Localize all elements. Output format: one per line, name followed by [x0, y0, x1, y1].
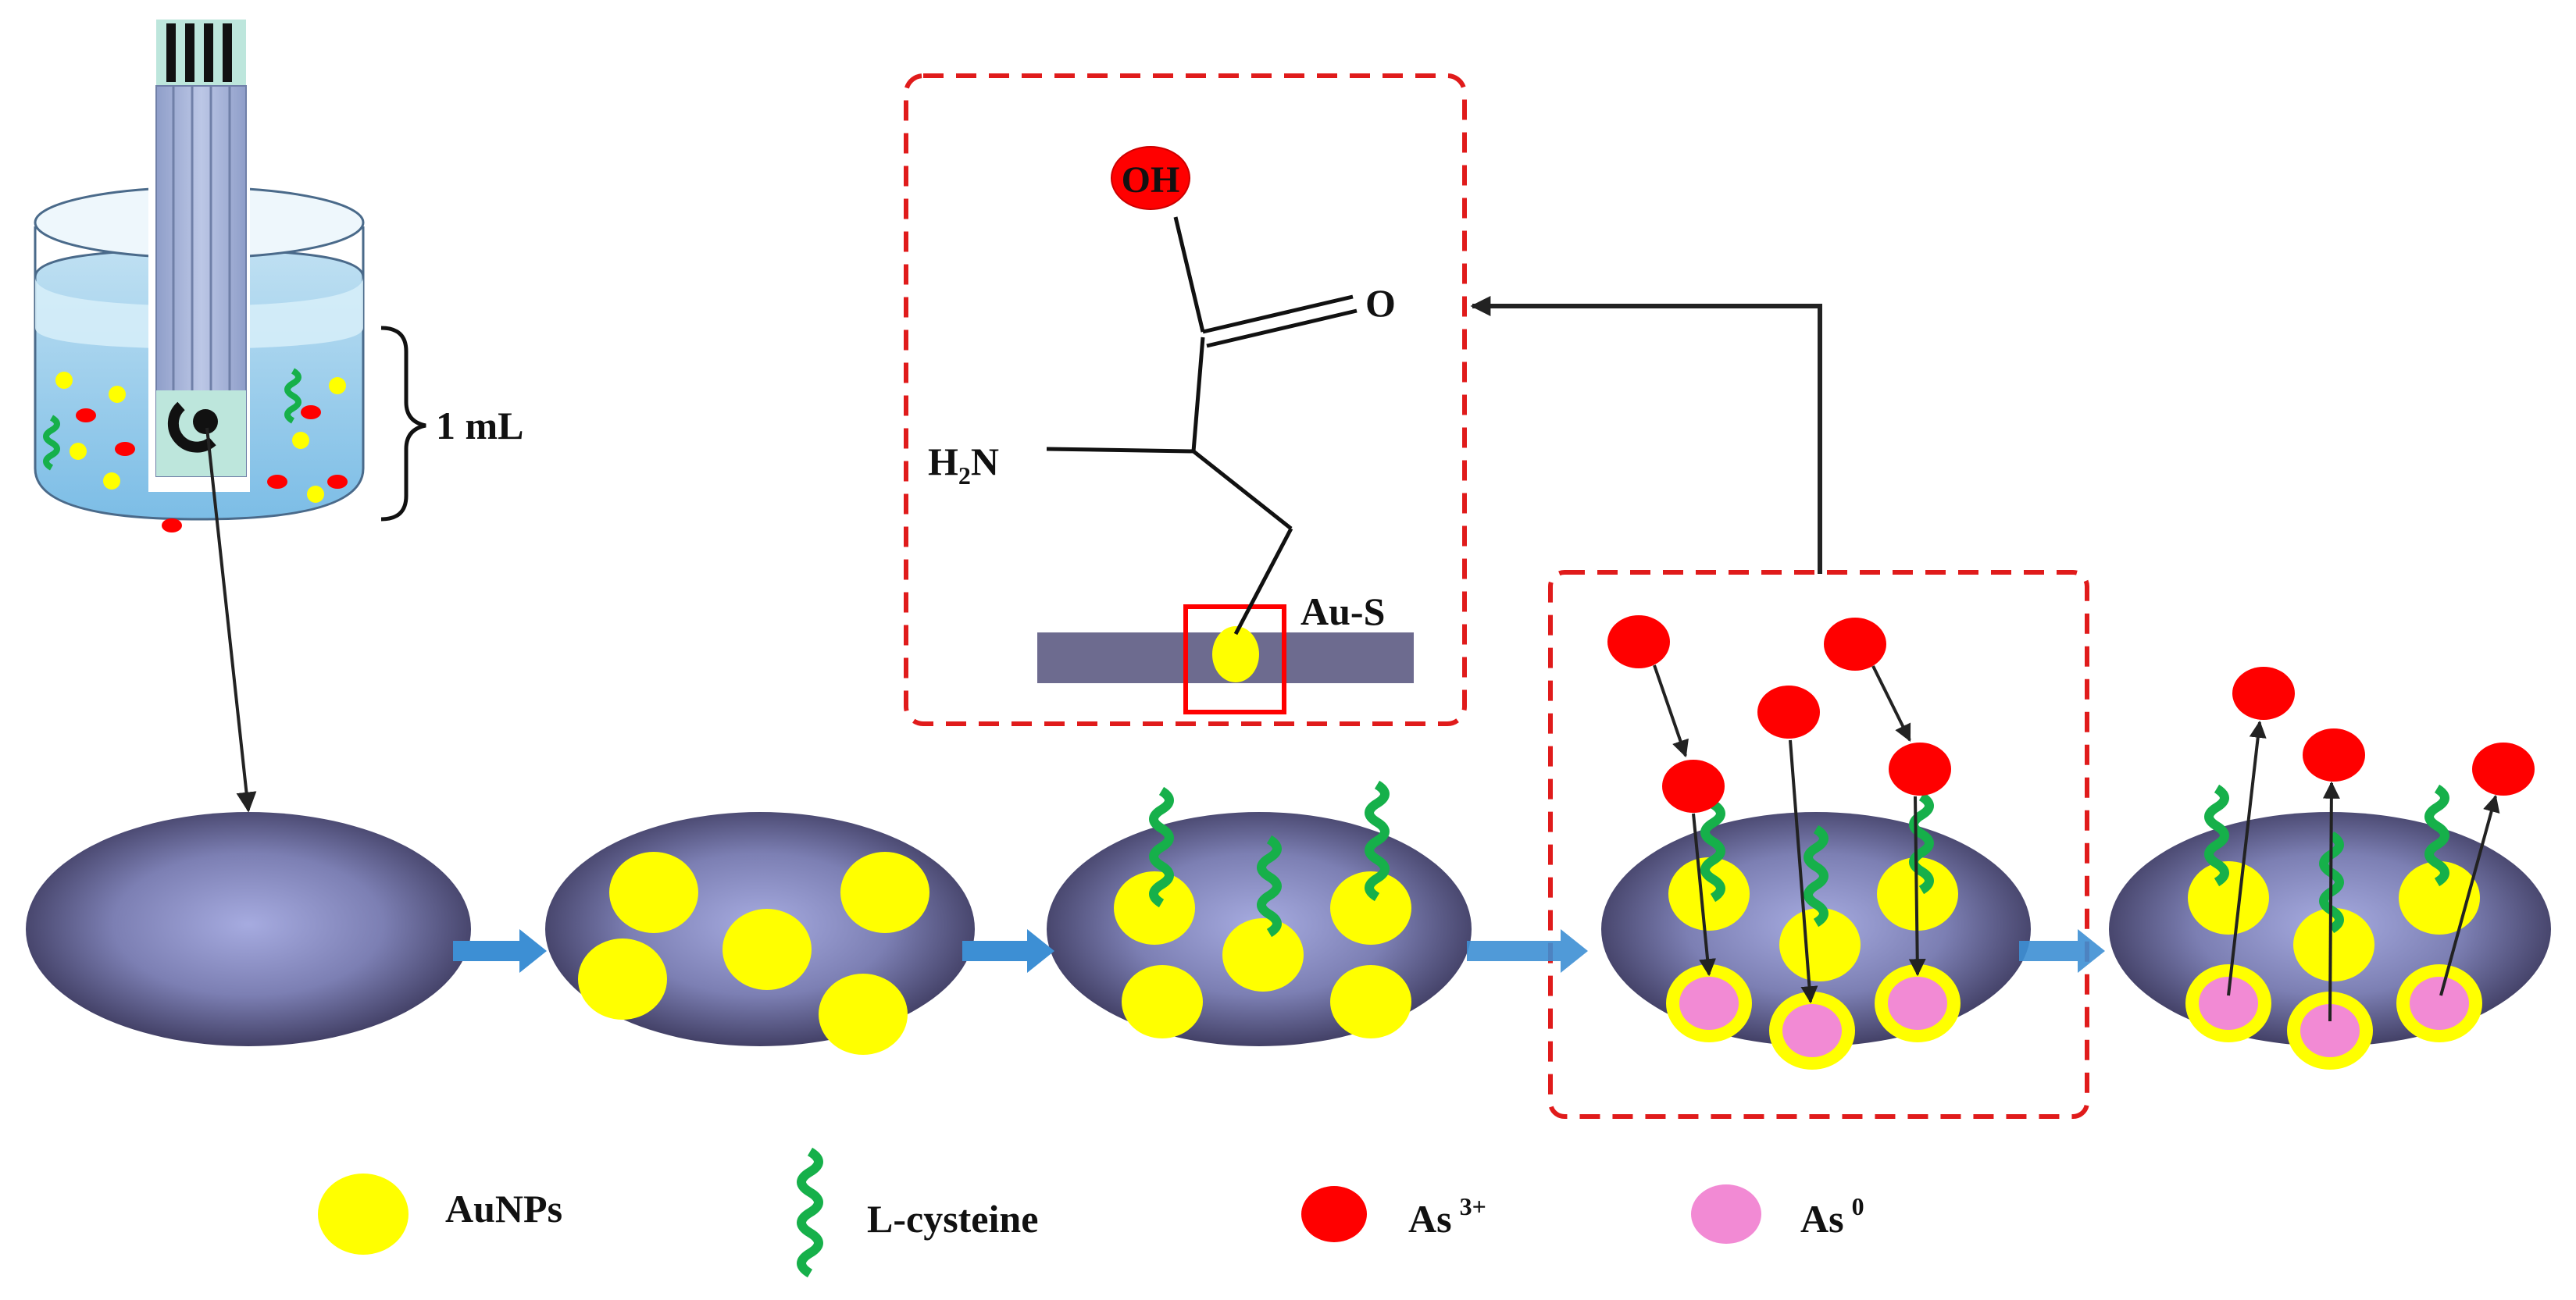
beaker — [34, 16, 426, 532]
legend-as0-swatch — [1691, 1184, 1761, 1244]
legend-aunp-swatch — [318, 1174, 409, 1255]
oxygen-label: O — [1365, 281, 1396, 325]
stage5-stripping-electrode — [2109, 667, 2551, 1070]
legend-cysteine-swatch — [797, 1147, 823, 1278]
inset-link-arrow — [1470, 296, 1822, 574]
hydroxyl-label: OH — [1122, 159, 1180, 201]
stage3-cysteine-electrode — [1047, 780, 1472, 1046]
legend-aunp-label: AuNPs — [445, 1187, 562, 1231]
amine-label: H2N — [928, 440, 999, 490]
cysteine-structure-inset — [904, 73, 1467, 726]
au-s-bond-label: Au-S — [1300, 589, 1385, 633]
process-arrows — [453, 929, 2105, 973]
legend-as3-swatch — [1301, 1186, 1367, 1242]
stage2-aunp-electrode — [545, 812, 975, 1055]
stage1-bare-electrode — [26, 812, 471, 1046]
volume-label: 1 mL — [436, 404, 524, 447]
zoom-arrow — [205, 427, 257, 813]
stage4-reduction-electrode — [1601, 615, 2031, 1070]
electrode-stages — [26, 615, 2551, 1070]
legend-cysteine-label: L-cysteine — [867, 1197, 1038, 1241]
stage4-highlight-box — [1548, 570, 2089, 1119]
